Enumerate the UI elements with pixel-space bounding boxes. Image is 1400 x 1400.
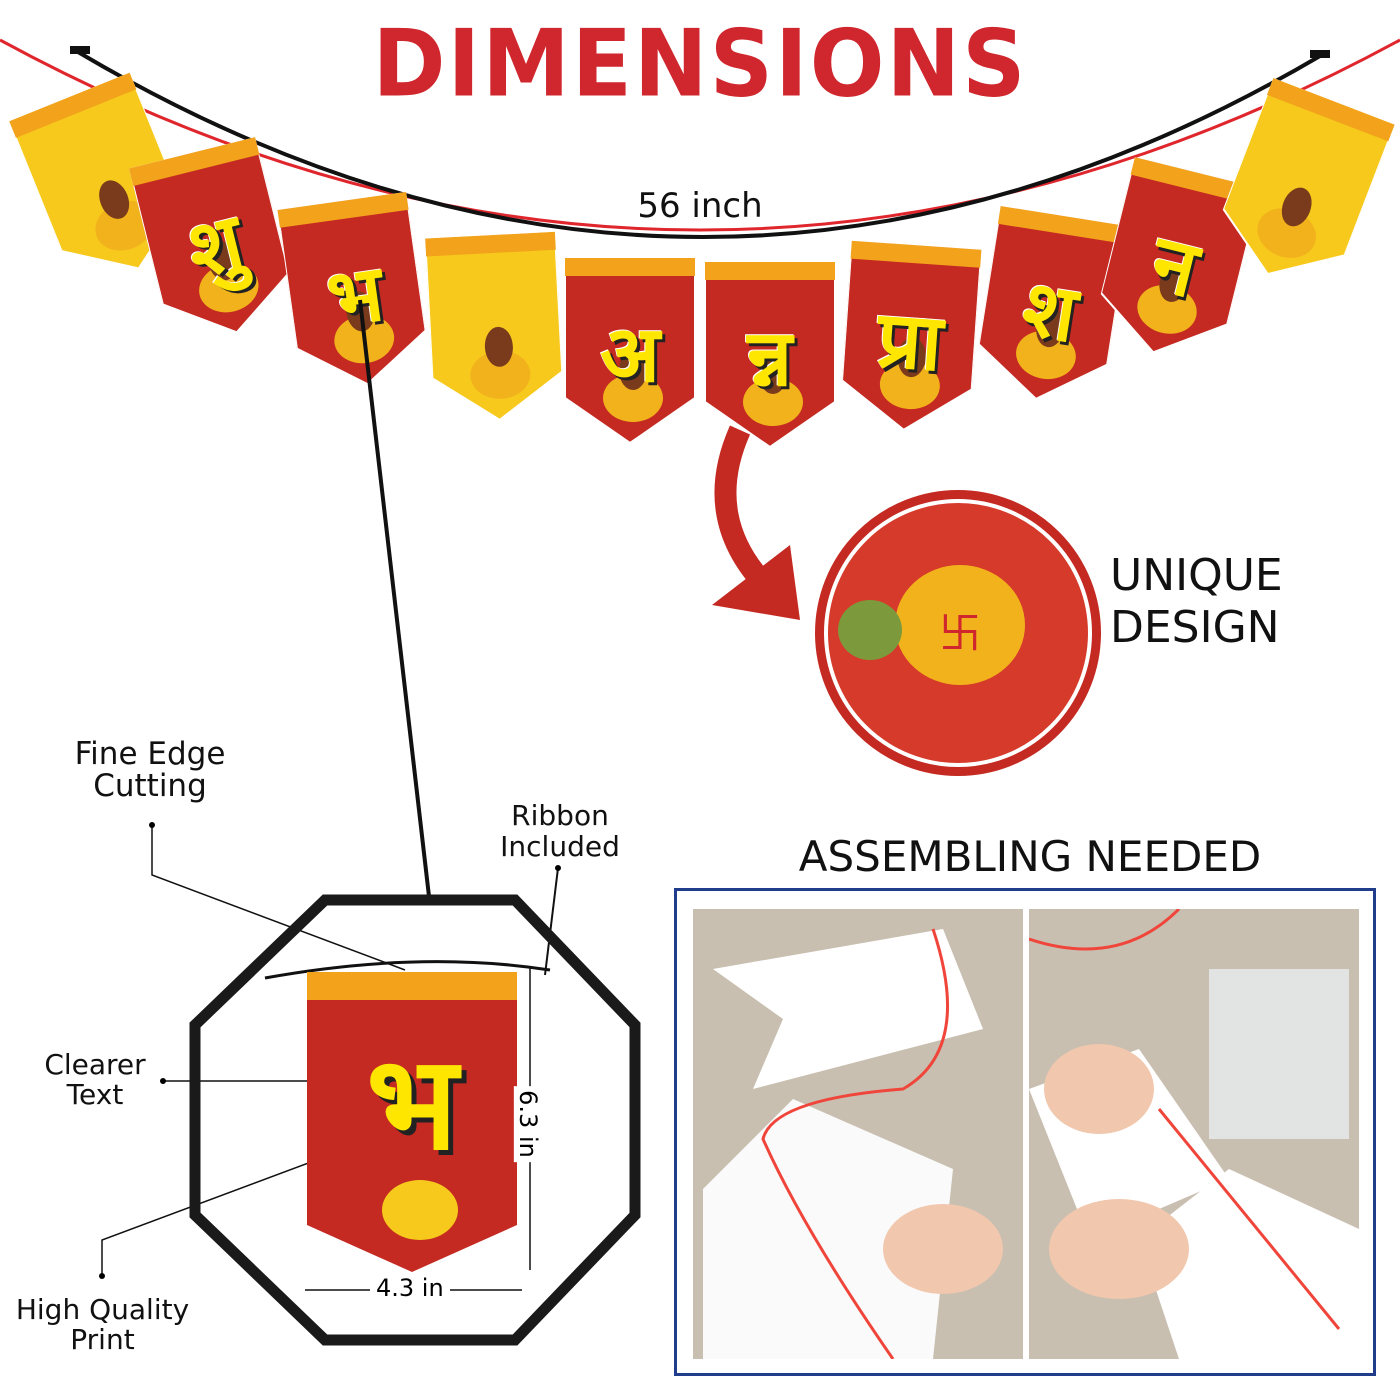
length-label: 56 inch xyxy=(637,186,763,226)
banner-string xyxy=(0,38,1400,239)
detail-flag-letter: भ xyxy=(366,1027,458,1179)
flag-shape xyxy=(424,230,564,422)
kalash-icon xyxy=(603,374,663,422)
flag-letter: अ xyxy=(600,310,660,400)
banner-flag-letter: प्रा xyxy=(839,239,983,440)
flag-shape xyxy=(7,71,184,270)
banner-flag-kalash xyxy=(1205,76,1397,302)
flag-shape xyxy=(704,261,836,449)
width-label: 4.3 in xyxy=(370,1274,450,1302)
assembling-heading: ASSEMBLING NEEDED xyxy=(798,832,1262,881)
banner-flag-letter: श xyxy=(971,204,1131,414)
page-title: DIMENSIONS xyxy=(372,9,1028,118)
banner-flag-kalash xyxy=(7,71,201,298)
kalash-icon xyxy=(1016,330,1076,380)
assembly-photo-2 xyxy=(1029,909,1359,1359)
assembly-photos xyxy=(674,888,1376,1376)
height-label: 6.3 in xyxy=(513,1086,542,1162)
banner-flag-kalash xyxy=(424,230,565,429)
flag-shape xyxy=(1222,76,1397,276)
detail-flag-shape xyxy=(307,972,517,1272)
banner-flag-letter: न्न xyxy=(704,261,836,452)
banner-flag-letter: शु xyxy=(127,135,301,353)
octagon-frame xyxy=(189,894,641,1346)
kalash-icon xyxy=(879,361,940,410)
flag-shape xyxy=(977,204,1131,401)
flag-shape xyxy=(840,239,983,431)
assembly-photo-1 xyxy=(693,909,1023,1359)
kalash-icon xyxy=(743,378,803,426)
kalash-icon xyxy=(199,263,259,313)
svg-text:卐: 卐 xyxy=(939,609,981,658)
kalash-icon xyxy=(470,350,531,399)
flag-letter: न्न xyxy=(747,314,793,404)
banner-flag-letter: अ xyxy=(564,257,696,448)
kalash-icon xyxy=(1137,284,1197,334)
flag-shape xyxy=(127,135,291,334)
kalash-icon xyxy=(895,565,1025,685)
length-dimension-line xyxy=(76,50,1322,239)
flag-shape xyxy=(564,257,696,445)
